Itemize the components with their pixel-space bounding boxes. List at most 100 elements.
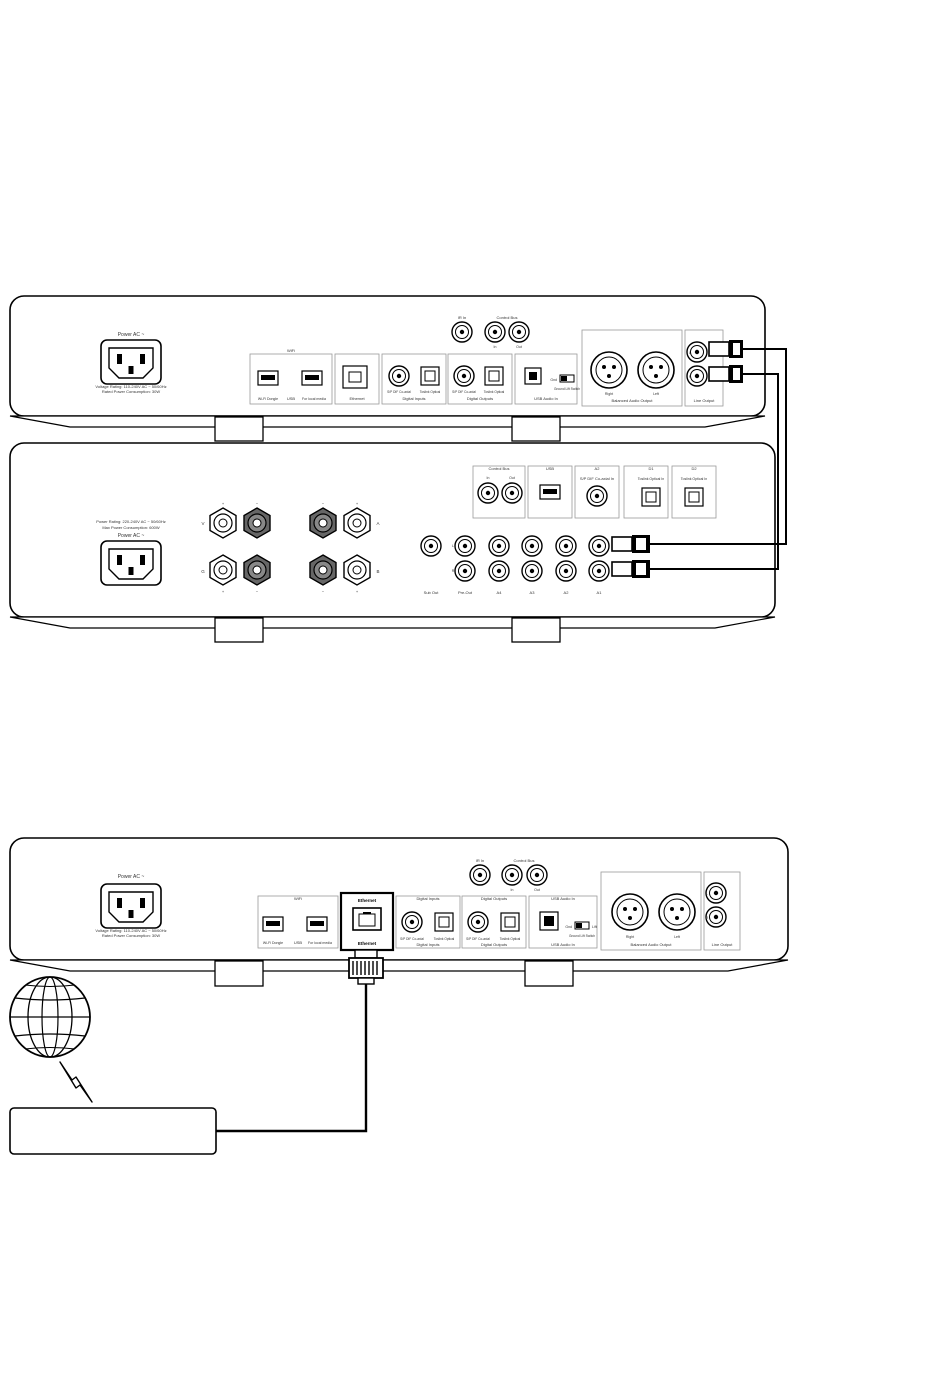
b-digital-inputs-top: Digital Inputs [416,896,439,901]
digital-out-toslink-label: Toslink Optical [484,390,505,394]
speaker-binding-post-icon [243,554,271,586]
b-optical-output-icon [500,912,520,932]
amp-optical-in-icon [684,487,704,507]
svg-text:−: − [256,589,259,594]
speaker-b-label: B [376,569,379,574]
speaker-binding-post-icon [243,507,271,539]
usb-port-icon [301,370,323,386]
line-output-label: Line Output [694,398,716,403]
amp-power-inlet-icon [100,540,162,586]
streamer-bottom-panel: Power AC ~ Voltage Rating: 110-240V AC ~… [9,837,789,987]
ir-jack-icon [451,321,473,343]
usb-sub-left: Wi-Fi Dongle [258,397,278,401]
amp-optical-in-icon [641,487,661,507]
control-bus-label: Control Bus [497,315,518,320]
lightning-bolt-icon [59,1061,93,1103]
balanced-output-label: Balanced Audio Output [612,398,654,403]
ethernet-port-highlight: Ethernet Ethernet [339,891,395,952]
speaker-binding-post-icon [309,554,337,586]
b-wifi-label: WiFi [294,896,302,901]
b-toslink-out-label: Toslink Optical [500,937,521,941]
b-gnd-label: Gnd [565,925,572,929]
b-ir-label: IR In [476,858,484,863]
amp-usb-label: USB [546,466,555,471]
svg-text:+: + [356,501,359,506]
ethernet-cable [216,949,384,1133]
b-usb-audio-label: USB Audio In [551,942,575,947]
b-lift-label: Lift [592,925,597,929]
amp-control-bus-label: Control Bus [489,466,510,471]
usb-audio-label: USB Audio In [534,396,558,401]
a1-label: A1 [597,590,603,595]
l-label: L [452,544,454,548]
balanced-left-label: Left [653,392,659,396]
digital-inputs-label: Digital Inputs [402,396,425,401]
amp-usb-port-icon [539,484,561,500]
a3-label: A3 [530,590,536,595]
svg-text:V: V [201,521,204,526]
b-usb-port-icon [306,916,328,932]
power-consumption: Rated Power Consumption: 30W [102,389,160,394]
b-digital-outputs-top: Digital Outputs [481,896,507,901]
a4-label: A4 [497,590,503,595]
b-optical-input-icon [434,912,454,932]
amp-d2-label: D2 [691,466,697,471]
b-ir-jack-icon [469,864,491,886]
b-usb-sub-right: For local media [308,941,332,945]
b-balanced-right-label: Right [626,935,634,939]
router-box [9,1107,217,1155]
b-power-inlet-icon [100,883,162,929]
amp-control-out-label: Out [509,476,515,480]
amp-d2-desc: Toslink Optical In [681,477,708,481]
gnd-label: Gnd [550,378,557,382]
foot-icon [511,416,561,442]
a1-left-jack-icon [588,535,610,557]
b-line-out-left-icon [705,882,727,904]
speaker-a-label: A [376,521,379,526]
power-label: Power AC ~ [118,332,145,338]
b-coax-out-label: S/P DIF Co-axial [466,937,490,941]
b-balanced-left-label: Left [674,935,680,939]
digital-in-toslink-label: Toslink Optical [420,390,441,394]
amp-control-in-icon [477,482,499,504]
b-digital-inputs-label: Digital Inputs [416,942,439,947]
b-control-bus-label: Control Bus [514,858,535,863]
b-line-output-label: Line Output [712,942,734,947]
control-out-label: Out [516,345,522,349]
b-usb-sub-left: Wi-Fi Dongle [263,941,283,945]
b-digital-outputs-label: Digital Outputs [481,942,507,947]
speaker-binding-post-icon [209,554,237,586]
pre-out-label: Pre-Out [458,590,473,595]
rca-jack-icon [555,560,577,582]
b-xlr-left-icon [658,893,696,931]
b-ground-lift-label: Ground Lift Switch [569,934,595,938]
b-control-out-label: Out [534,888,540,892]
optical-output-icon [484,366,504,386]
b-line-out-right-icon [705,906,727,928]
sub-out-label: Sub Out [424,590,440,595]
b-line-r-label: R [706,916,709,920]
b-coax-input-icon [401,911,423,933]
xlr-left-icon [637,351,675,389]
b-control-in-label: In [511,888,514,892]
b-usb-label: USB [294,940,303,945]
svg-text:−: − [322,589,325,594]
streamer-top-panel: Power AC ~ Voltage Rating: 110-240V AC ~… [9,295,766,442]
rca-jack-icon [488,560,510,582]
amp-d1-desc: Toslink Optical In [638,477,665,481]
power-inlet-icon [100,339,162,385]
r-label: R [452,569,455,573]
a2-label: A2 [564,590,570,595]
rca-jack-icon [521,535,543,557]
amp-control-out-icon [501,482,523,504]
rca-jack-icon [521,560,543,582]
svg-text:+: + [222,501,225,506]
foot-icon [214,416,264,442]
amp-a2-desc: S/P DIF Co-axial In [580,476,614,481]
power-rating: Voltage Rating: 110-240V AC ~ 50/60Hz [95,384,166,389]
b-toslink-label: Toslink Optical [434,937,455,941]
foot-icon [214,960,264,987]
b-line-l-label: L [706,892,708,896]
svg-text:G: G [201,569,205,574]
ir-label: IR In [458,315,466,320]
